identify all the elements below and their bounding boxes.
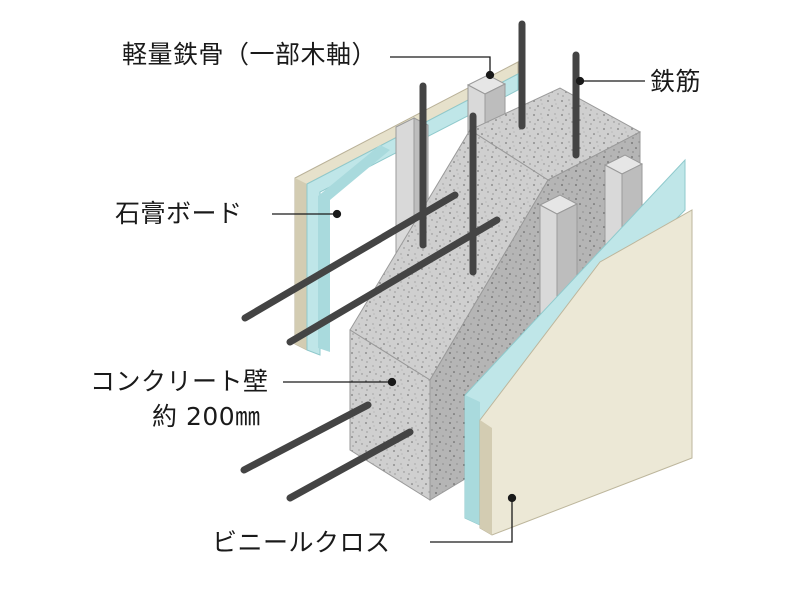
concrete-wall-label: コンクリート壁	[90, 367, 269, 396]
rebar	[286, 428, 414, 502]
thickness-label: 約 200㎜	[152, 402, 261, 431]
gypsum-board-label: 石膏ボード	[115, 199, 243, 228]
rebars	[240, 20, 580, 502]
rebar	[241, 191, 459, 322]
steel-frame-label: 軽量鉄骨（一部木軸）	[122, 40, 378, 69]
rebar	[286, 216, 501, 346]
right-vinyl-cloth-panel	[479, 209, 693, 536]
rebar	[240, 401, 372, 474]
rebar-label: 鉄筋	[650, 67, 702, 96]
leader-lines	[272, 56, 645, 543]
vinyl-cloth-label: ビニールクロス	[212, 528, 391, 557]
